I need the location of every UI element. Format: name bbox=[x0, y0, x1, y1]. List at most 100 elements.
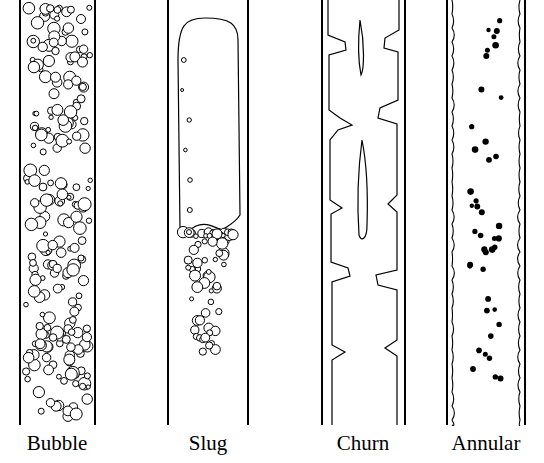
gas-bubble bbox=[49, 334, 57, 342]
gas-bubble bbox=[78, 276, 88, 286]
liquid-film-edge bbox=[328, 0, 352, 425]
gas-bubble bbox=[66, 35, 78, 47]
gas-bubble bbox=[35, 339, 45, 349]
gas-bubble bbox=[44, 324, 51, 331]
gas-bubble bbox=[23, 368, 30, 375]
gas-bubble bbox=[88, 178, 92, 182]
gas-bubble bbox=[58, 201, 63, 206]
gas-bubble bbox=[53, 264, 61, 272]
gas-bubble bbox=[77, 15, 86, 24]
gas-bubble bbox=[206, 342, 213, 349]
gas-bubble bbox=[192, 282, 203, 293]
gas-bubble bbox=[208, 299, 214, 305]
gas-bubble bbox=[48, 240, 57, 249]
gas-bubble bbox=[57, 374, 62, 379]
gas-bubble bbox=[24, 302, 29, 307]
gas-bubble bbox=[194, 234, 199, 239]
liquid-droplet bbox=[469, 124, 474, 129]
gas-bubble bbox=[67, 264, 79, 276]
gas-bubble bbox=[29, 175, 41, 187]
gas-bubble bbox=[46, 250, 50, 254]
gas-bubble bbox=[28, 286, 40, 298]
churn-interfaces bbox=[328, 0, 399, 425]
gas-bubble bbox=[42, 353, 50, 361]
gas-bubble bbox=[77, 95, 85, 103]
gas-bubble bbox=[51, 72, 61, 82]
gas-bubble bbox=[25, 376, 31, 382]
gas-bubble bbox=[181, 89, 184, 92]
gas-bubble bbox=[213, 257, 217, 261]
liquid-droplet bbox=[491, 34, 496, 39]
liquid-droplet bbox=[496, 223, 502, 229]
gas-bubble bbox=[213, 282, 221, 290]
pipe-walls bbox=[20, 0, 525, 425]
gas-bubble bbox=[201, 333, 210, 342]
gas-bubble bbox=[222, 262, 227, 267]
gas-bubble bbox=[69, 298, 77, 306]
liquid-droplet bbox=[482, 138, 488, 144]
gas-bubble bbox=[23, 2, 35, 14]
pipe-wall bbox=[247, 0, 249, 425]
gas-bubble bbox=[58, 115, 69, 126]
gas-bubble bbox=[55, 16, 60, 21]
gas-bubble bbox=[56, 248, 66, 258]
gas-bubble bbox=[87, 5, 92, 10]
gas-bubble bbox=[78, 57, 88, 67]
liquid-droplet bbox=[485, 48, 490, 53]
gas-bubble bbox=[25, 218, 37, 230]
liquid-droplet bbox=[493, 154, 499, 160]
gas-bubble bbox=[40, 149, 46, 155]
gas-bubble bbox=[78, 255, 84, 261]
liquid-droplet bbox=[494, 28, 500, 34]
gas-bubble bbox=[78, 377, 91, 390]
gas-bubble bbox=[195, 316, 204, 325]
gas-bubble bbox=[206, 270, 211, 275]
liquid-droplet bbox=[483, 53, 489, 59]
gas-bubble bbox=[216, 309, 222, 315]
gas-bubble bbox=[39, 71, 51, 83]
gas-bubble bbox=[31, 143, 36, 148]
gas-bubble bbox=[53, 284, 62, 293]
gas-bubble bbox=[80, 383, 86, 389]
gas-bubble bbox=[36, 322, 43, 329]
liquid-droplet bbox=[487, 356, 492, 361]
gas-bubble bbox=[70, 243, 79, 252]
liquid-droplet bbox=[499, 95, 504, 100]
gas-bubble bbox=[49, 38, 58, 47]
gas-bubble bbox=[43, 55, 54, 66]
gas-bubble bbox=[209, 289, 213, 293]
gas-bubble bbox=[66, 366, 79, 379]
liquid-droplet bbox=[483, 352, 488, 357]
gas-bubble bbox=[86, 385, 90, 389]
gas-bubble bbox=[188, 178, 193, 183]
gas-bubble bbox=[44, 312, 56, 324]
pipe-wall bbox=[94, 0, 96, 425]
liquid-droplet bbox=[467, 264, 472, 269]
liquid-film-edge bbox=[518, 0, 520, 425]
liquid-droplet bbox=[485, 296, 491, 302]
gas-bubble bbox=[30, 274, 41, 285]
liquid-droplet bbox=[496, 322, 501, 327]
gas-bubble bbox=[70, 307, 79, 316]
gas-bubble bbox=[36, 129, 48, 141]
gas-bubble bbox=[39, 183, 47, 191]
liquid-droplet bbox=[478, 87, 484, 93]
gas-bubble bbox=[67, 343, 75, 351]
gas-bubble bbox=[186, 265, 191, 270]
liquid-droplet bbox=[478, 233, 484, 239]
gas-bubble bbox=[49, 115, 53, 119]
liquid-droplet bbox=[492, 245, 497, 250]
liquid-droplet bbox=[467, 262, 473, 268]
pipe-wall bbox=[524, 0, 526, 425]
gas-bubble bbox=[216, 250, 223, 257]
liquid-droplet bbox=[476, 348, 482, 354]
liquid-film-edge bbox=[452, 0, 454, 425]
gas-bubble bbox=[38, 408, 44, 414]
gas-bubble bbox=[82, 29, 88, 35]
gas-bubble bbox=[73, 184, 80, 191]
gas-bubble bbox=[70, 317, 77, 324]
liquid-droplet bbox=[470, 204, 474, 208]
gas-bubble bbox=[40, 312, 45, 317]
liquid-droplet bbox=[492, 42, 499, 49]
